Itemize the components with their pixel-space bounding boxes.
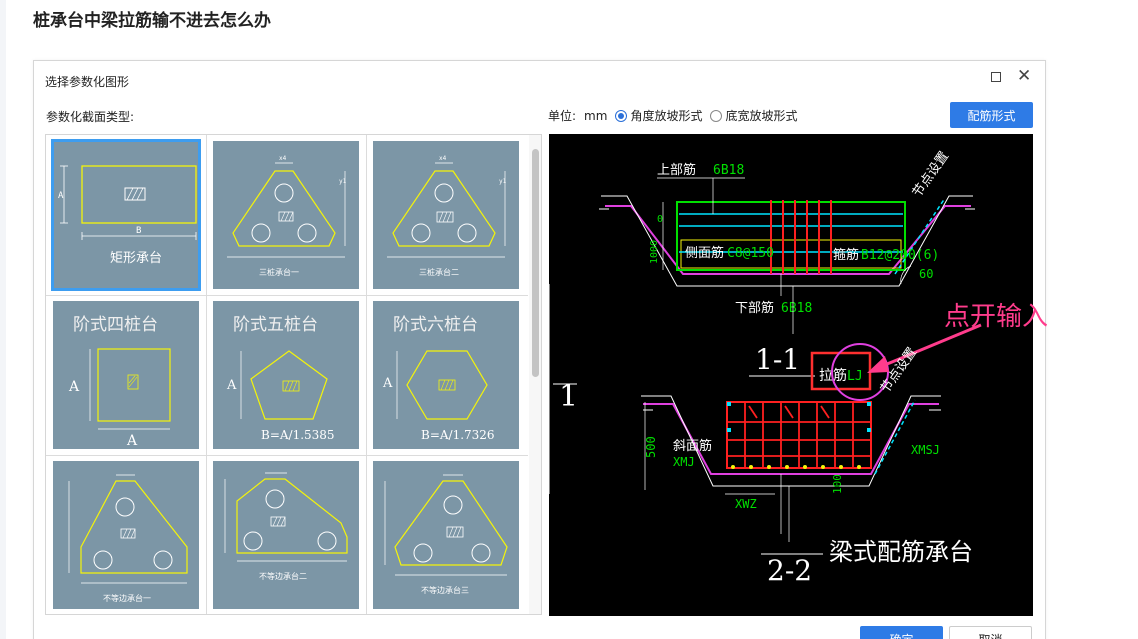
shape-label: 阶式五桩台 [233,315,318,335]
stirrup-label: 箍筋 [833,247,859,263]
side-bar-label: 侧面筋 [685,245,724,261]
shape-grid-scrollbar[interactable] [529,135,541,614]
dim-b-text: A [126,433,138,449]
shape-thumbnail: 不等边承台一 [53,461,199,609]
bottom-bar-label: 下部筋 [735,300,774,316]
dim-x-text: x4 [439,155,447,162]
shape-thumbnail: 不等边承台三 [373,461,519,609]
shape-thumbnail: 阶式六桩台 A B=A/1.7326 [373,301,519,449]
shape-label: 三桩承台二 [419,267,459,277]
shape-thumbnail: 不等边承台二 [213,461,359,609]
dim-y-text: y1 [339,178,347,185]
maximize-icon[interactable] [991,72,1001,82]
shape-label: 矩形承台 [110,251,162,266]
slope-bar-label: 斜面筋 [673,438,712,454]
shape-label: 三桩承台一 [259,267,299,277]
cancel-button[interactable]: 取消 [949,626,1032,639]
bottom-bar-value: 6B18 [781,301,812,316]
shape-three-pile-cap-2[interactable]: x4 y1 三桩承台二 [366,135,526,295]
dim-b-text: B [136,226,141,236]
grid-divider [366,135,367,614]
dim-a-text: A [226,378,237,393]
shape-label: 不等边承台一 [103,593,151,603]
shape-thumbnail: 阶式四桩台 A A [53,301,199,449]
unit-label: 单位: [548,109,577,123]
page-title: 桩承台中梁拉筋输不进去怎么办 [33,11,271,31]
dialog-title: 选择参数化图形 [45,75,130,89]
shape-unequal-cap-3[interactable]: 不等边承台三 [366,455,526,614]
parametric-shape-dialog: 选择参数化图形 ✕ 参数化截面类型: 单位: mm 角度放坡形式 底宽放坡形式 … [33,60,1046,639]
bottom-code-text: XWZ [735,497,757,511]
height-0-text: 0 [657,214,663,225]
radio-width-slope-label[interactable]: 底宽放坡形式 [725,109,798,123]
shape-unequal-cap-2[interactable]: 不等边承台二 [206,455,366,614]
unit-value: mm [584,108,608,123]
shape-thumbnail: A B 矩形承台 [51,139,201,291]
top-bar-label: 上部筋 [657,162,696,178]
radio-angle-slope[interactable] [615,109,628,122]
tie-bar-value: LJ [847,369,863,384]
dim-a-text: A [382,376,393,391]
shape-unequal-cap-1[interactable]: 不等边承台一 [46,455,206,614]
slope-code2-text: XMSJ [911,443,940,457]
formula-text: B=A/1.5385 [261,428,335,442]
grid-divider [46,455,528,456]
height-500-text: 500 [644,436,658,458]
dim-y-text: y1 [499,178,507,185]
unit-bar: 单位: mm 角度放坡形式 底宽放坡形式 [548,107,797,124]
shape-rect-cap[interactable]: A B 矩形承台 [46,135,206,295]
shape-three-pile-cap-1[interactable]: x4 y1 三桩承台一 [206,135,366,295]
dim-x-text: x4 [279,155,287,162]
section-1-label: 1-1 [755,343,800,376]
section-type-label: 参数化截面类型: [46,110,135,124]
height-1000-text: 1000 [649,240,660,264]
bottom-dim-text: 100 [831,474,844,494]
shape-thumbnail: x4 y1 三桩承台一 [213,141,359,289]
grid-divider [206,135,207,614]
slope-code-text: XMJ [673,455,695,469]
shape-label: 不等边承台二 [259,571,307,581]
scrollbar-thumb[interactable] [532,149,539,377]
stirrup-value: B12@200(6) [861,248,939,263]
shape-thumbnail: 阶式五桩台 A B=A/1.5385 [213,301,359,449]
shape-step-five-pile[interactable]: 阶式五桩台 A B=A/1.5385 [206,295,366,455]
close-icon[interactable]: ✕ [1017,66,1032,86]
shape-thumbnail: x4 y1 三桩承台二 [373,141,519,289]
node-setting-text: 节点设置 [910,149,952,200]
top-bar-value: 6B18 [713,163,744,178]
section-2-label: 2-2 [767,554,812,587]
rebar-form-button[interactable]: 配筋形式 [950,102,1033,128]
left-strip [0,0,6,639]
shape-grid: A B 矩形承台 x4 y1 [45,134,542,615]
dim-a-text: A [68,379,80,395]
grid-divider [46,295,528,296]
formula-text: B=A/1.7326 [421,428,495,442]
radio-angle-slope-label[interactable]: 角度放坡形式 [630,109,703,123]
radio-width-slope[interactable] [710,109,723,122]
marker-1-text: 1 [559,379,578,414]
shape-step-four-pile[interactable]: 阶式四桩台 A A [46,295,206,455]
shape-label: 阶式四桩台 [73,315,158,335]
caption-text: 梁式配筋承台 [829,538,973,566]
shape-label: 阶式六桩台 [393,315,478,335]
side-bar-value: C8@150 [727,246,774,261]
annotation-text: 点开输入 [944,302,1049,332]
shape-label: 不等边承台三 [421,585,469,595]
angle-text: 60 [919,267,933,281]
confirm-button[interactable]: 确定 [860,626,943,639]
cad-preview: 1 [549,134,1033,616]
shape-step-six-pile[interactable]: 阶式六桩台 A B=A/1.7326 [366,295,526,455]
dim-a-text: A [58,191,64,201]
